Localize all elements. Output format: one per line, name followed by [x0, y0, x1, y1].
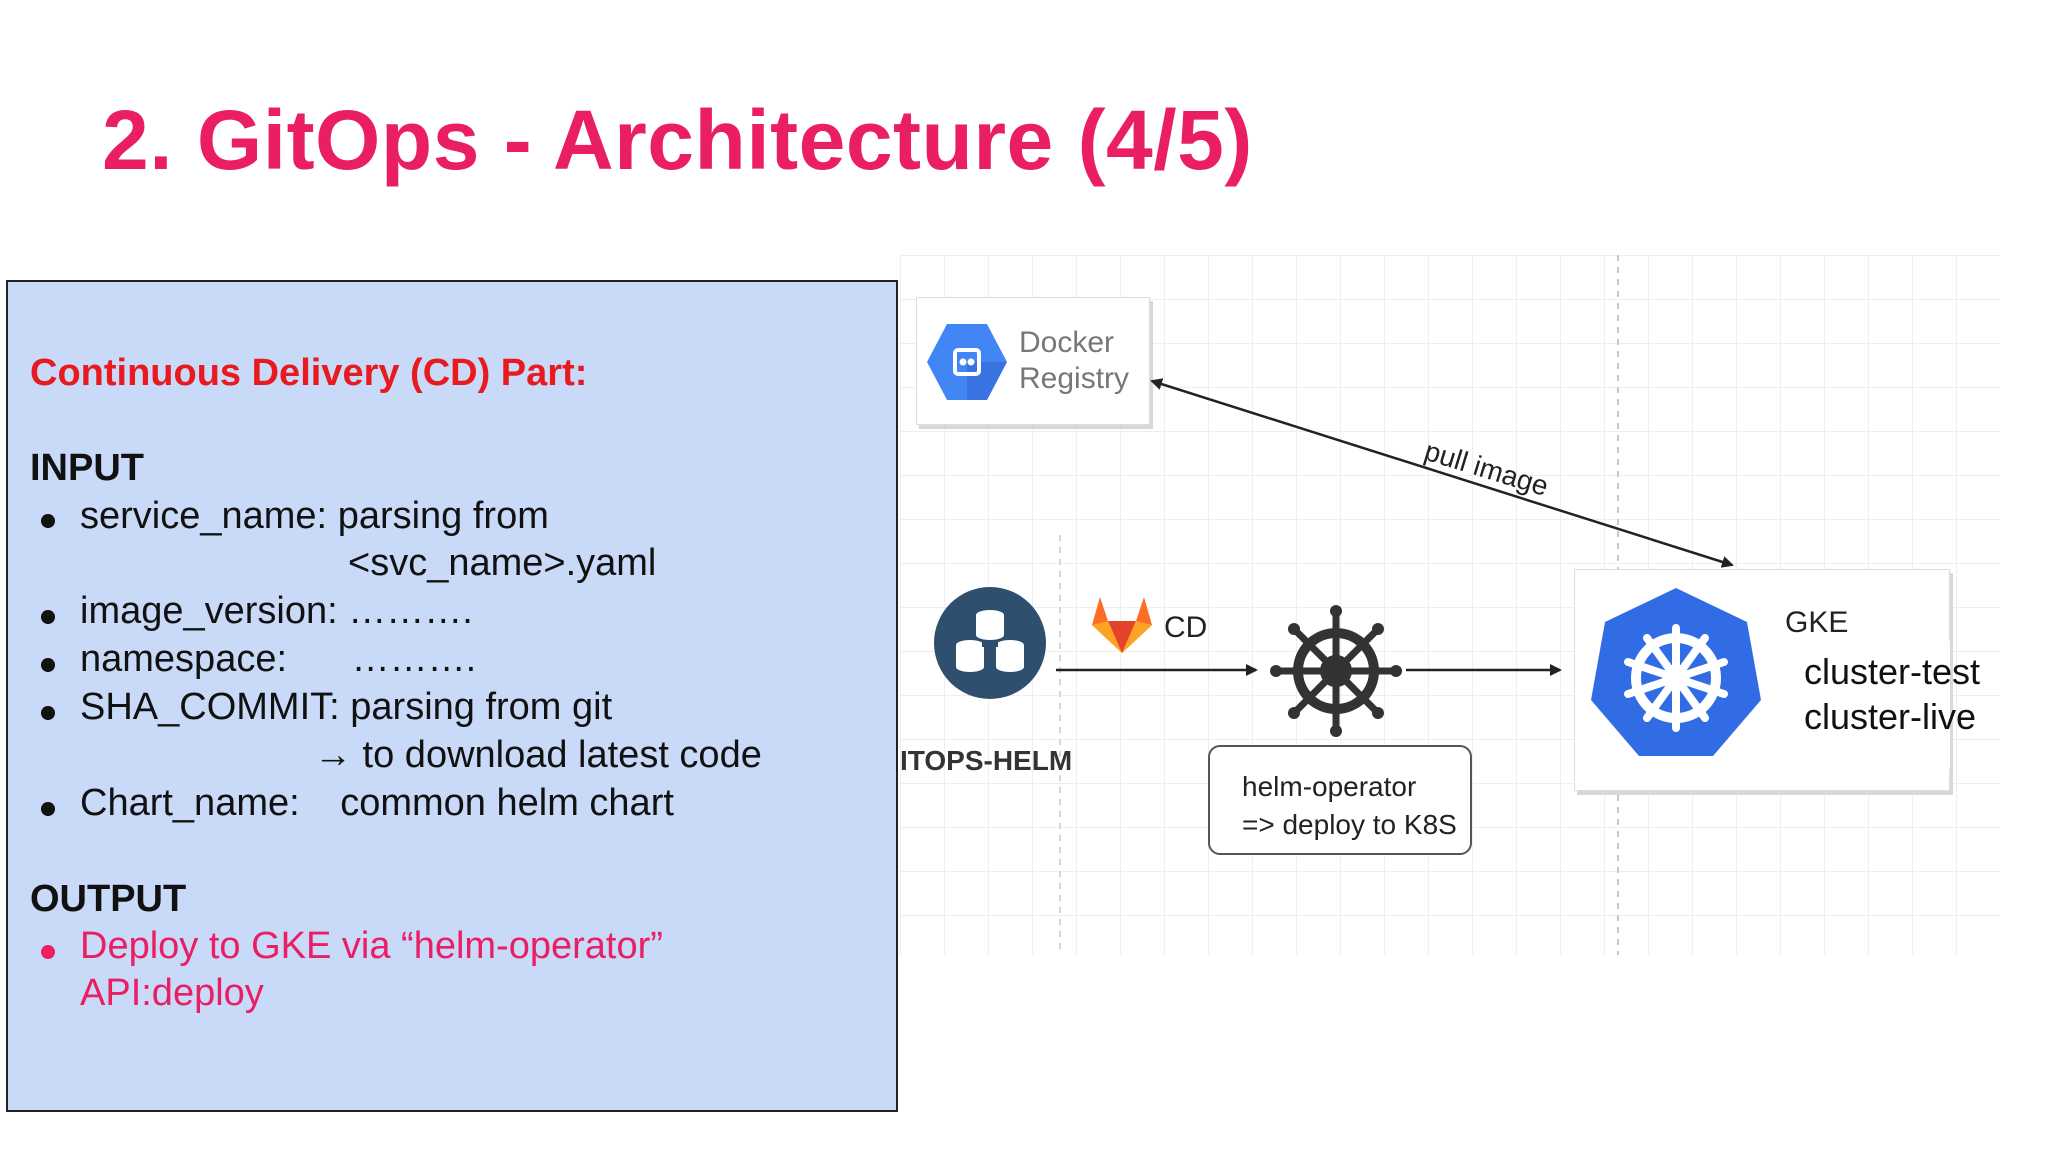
- cluster-label-backdrop: [1800, 641, 1950, 769]
- cd-heading: Continuous Delivery (CD) Part:: [30, 352, 588, 394]
- docker-registry-line1: Docker: [1019, 326, 1115, 359]
- input-label: INPUT: [30, 447, 144, 489]
- bullet-icon: [41, 514, 55, 528]
- output-label: OUTPUT: [30, 878, 187, 920]
- database-cluster-icon: [934, 587, 1046, 699]
- input-value: parsing from git: [350, 686, 613, 728]
- docker-registry-line2: Registry: [1019, 362, 1130, 395]
- input-key: image_version:: [80, 590, 338, 632]
- bullet-icon: [41, 706, 55, 720]
- bullet-icon: [41, 658, 55, 672]
- cd-label: CD: [1164, 611, 1208, 644]
- bullet-icon: [41, 802, 55, 816]
- slide-title: 2. GitOps - Architecture (4/5): [102, 93, 1253, 187]
- docker-registry-icon: [927, 324, 1007, 400]
- output-item-line1: Deploy to GKE via “helm-operator”: [80, 925, 663, 967]
- bullet-icon: [41, 945, 55, 959]
- diagram-arrows: [1056, 378, 1734, 676]
- bullet-icon: [41, 610, 55, 624]
- kubernetes-icon: [1591, 588, 1761, 756]
- input-key: namespace:: [80, 638, 288, 680]
- cluster-live-label: cluster-live: [1804, 696, 1977, 737]
- input-continuation: → to download latest code: [314, 734, 762, 776]
- input-item-chart-name: Chart_name: common helm chart: [80, 782, 674, 825]
- input-value: ……….: [348, 590, 473, 632]
- input-value: common helm chart: [340, 782, 674, 824]
- helm-wheel-icon: [1270, 605, 1402, 737]
- docker-registry-card: Docker Registry: [916, 297, 1150, 425]
- repo-label: ITOPS-HELM: [900, 745, 1073, 776]
- input-item-sha-commit: SHA_COMMIT: parsing from git: [80, 686, 612, 729]
- cluster-test-label: cluster-test: [1804, 651, 1981, 692]
- input-key: Chart_name:: [80, 782, 300, 824]
- input-item-service-name: service_name: parsing from: [80, 495, 549, 538]
- input-continuation: <svc_name>.yaml: [348, 542, 657, 584]
- gke-label: GKE: [1785, 606, 1849, 639]
- helm-operator-line1: helm-operator: [1242, 771, 1417, 802]
- pull-image-arrow: [1150, 378, 1734, 568]
- input-value: ……….: [351, 638, 477, 680]
- input-value: parsing from: [337, 495, 549, 537]
- input-item-image-version: image_version: ……….: [80, 590, 473, 633]
- cd-info-box: Continuous Delivery (CD) Part: INPUT ser…: [6, 280, 898, 1112]
- input-key: service_name:: [80, 495, 328, 537]
- helm-operator-line2: => deploy to K8S: [1242, 809, 1457, 840]
- input-key: SHA_COMMIT:: [80, 686, 340, 728]
- input-item-namespace: namespace: ……….: [80, 638, 476, 681]
- helm-operator-box: helm-operator => deploy to K8S: [1208, 745, 1472, 855]
- output-item-line2: API:deploy: [80, 972, 264, 1014]
- gitlab-fox-icon: [1092, 597, 1152, 653]
- architecture-diagram: Docker Registry pull image: [900, 255, 2000, 955]
